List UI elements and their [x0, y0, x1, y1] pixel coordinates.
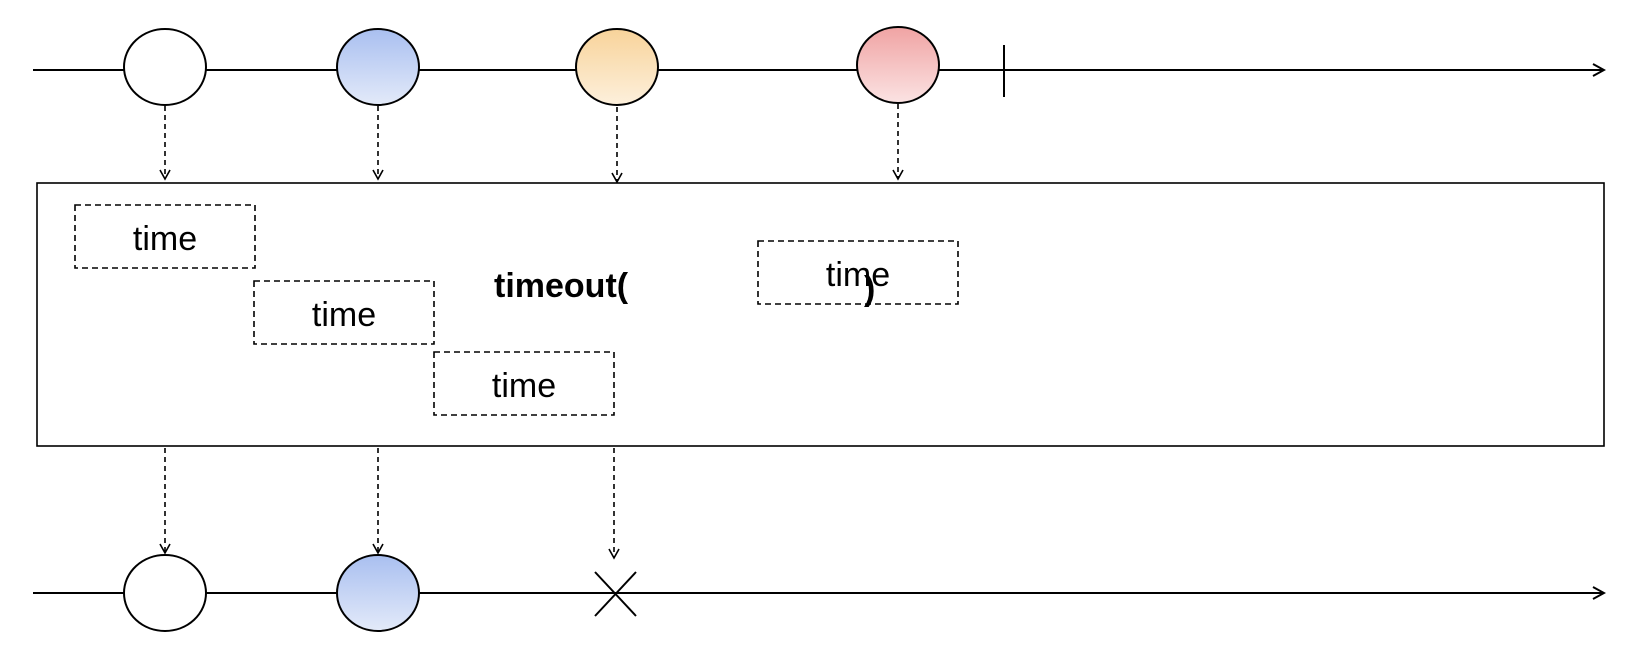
- output-timeline: [33, 554, 1604, 632]
- timer-label-4: time: [826, 256, 890, 294]
- operator-box: time time time time timeout( ): [36, 182, 1605, 447]
- input-timeline: [33, 26, 1604, 106]
- timer-box-1: [74, 204, 256, 269]
- operator-to-output-arrows: [159, 448, 620, 560]
- timer-box-4: [757, 240, 959, 305]
- operator-label-close: ): [864, 270, 875, 308]
- output-marble-white: [123, 554, 207, 632]
- input-marble-white: [123, 28, 207, 106]
- operator-frame: [36, 182, 1605, 447]
- input-to-operator-arrows: [159, 104, 904, 184]
- input-marble-orange: [575, 28, 659, 106]
- operator-label-open: timeout(: [494, 267, 629, 305]
- input-marble-red: [856, 26, 940, 104]
- error-x-icon: [594, 571, 637, 617]
- timer-label-2: time: [312, 296, 376, 334]
- input-marble-blue: [336, 28, 420, 106]
- timer-label-3: time: [492, 367, 556, 405]
- output-marble-blue: [336, 554, 420, 632]
- timer-box-2: [253, 280, 435, 345]
- timer-label-1: time: [133, 220, 197, 258]
- timer-box-3: [433, 351, 615, 416]
